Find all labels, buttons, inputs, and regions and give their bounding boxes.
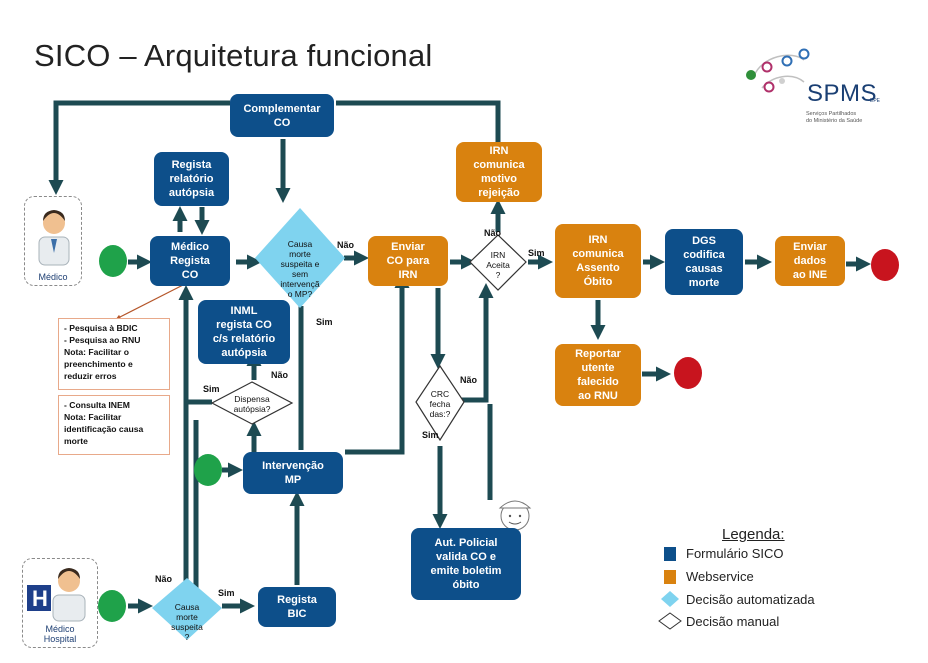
- hospital-doctor-icon: H: [27, 568, 86, 622]
- label-nao: Não: [271, 370, 289, 380]
- label-sim: Sim: [422, 430, 439, 440]
- logo-name: SPMS: [807, 80, 878, 107]
- label-nao: Não: [484, 228, 502, 238]
- box-irn-assento: IRN comunica Assento Óbito: [555, 224, 641, 298]
- logo-subtitle: Serviços Partilhados do Ministério da Sa…: [806, 111, 863, 124]
- start-circle: [194, 454, 222, 486]
- box-complementar-co: Complementar CO: [230, 94, 334, 137]
- decision-dispensa-text: Dispensa autópsia?: [233, 394, 271, 414]
- legend-item-webservice: Webservice: [686, 569, 754, 584]
- legend-item-formulario: Formulário SICO: [686, 546, 784, 561]
- decision-causa-mp-diamond: [255, 208, 345, 308]
- label-nao: Não: [460, 375, 478, 385]
- actor-medico: Médico: [24, 196, 82, 286]
- decision-irn-aceita-text: IRN Aceita ?: [486, 250, 510, 280]
- box-regista-bic: Regista BIC: [258, 587, 336, 627]
- box-intervencao-mp: Intervenção MP: [243, 452, 343, 494]
- legend-item-decisao-manual: Decisão manual: [686, 614, 780, 629]
- label-nao: Não: [337, 240, 355, 250]
- decision-causa-hosp-text: Causa morte suspeita ?: [171, 602, 203, 642]
- start-circle: [99, 245, 127, 277]
- decision-dispensa-diamond: [210, 381, 294, 425]
- decision-causa-mp-text: Causa morte suspeita e sem intervençã o …: [280, 239, 320, 299]
- box-reportar-rnu: Reportar utente falecido ao RNU: [555, 344, 641, 406]
- box-enviar-co-irn: Enviar CO para IRN: [368, 236, 448, 286]
- label-nao: Não: [155, 574, 173, 584]
- note-bdic-rnu: - Pesquisa à BDIC - Pesquisa ao RNU Nota…: [58, 318, 170, 390]
- box-enviar-ine: Enviar dados ao INE: [775, 236, 845, 286]
- box-dgs: DGS codifica causas morte: [665, 229, 743, 295]
- legend-orange-square: [664, 570, 676, 584]
- label-sim: Sim: [218, 588, 235, 598]
- legend-cyan-diamond: [661, 591, 679, 607]
- label-sim: Sim: [528, 248, 545, 258]
- legend-item-decisao-auto: Decisão automatizada: [686, 592, 815, 607]
- box-irn-rejeicao: IRN comunica motivo rejeição: [456, 142, 542, 202]
- policeman-icon: [498, 500, 532, 531]
- label-sim: Sim: [316, 317, 333, 327]
- start-circle: [98, 590, 126, 622]
- note-inem: - Consulta INEM Nota: Facilitar identifi…: [58, 395, 170, 455]
- box-aut-policial: Aut. Policial valida CO e emite boletim …: [411, 528, 521, 600]
- svg-text:H: H: [32, 586, 48, 611]
- end-circle: [674, 357, 702, 389]
- decision-crc-diamond: [415, 364, 465, 442]
- actor-medico-hospital: H Médico Hospital: [22, 558, 98, 648]
- decision-causa-hosp-diamond: [152, 578, 222, 640]
- box-regista-relatorio: Regista relatório autópsia: [154, 152, 229, 206]
- end-circle: [871, 249, 899, 281]
- legend-white-diamond: [658, 612, 682, 630]
- spms-logo-icon: [746, 48, 810, 93]
- legend-title: Legenda:: [722, 526, 785, 543]
- label-sim: Sim: [203, 384, 220, 394]
- box-medico-regista-co: Médico Regista CO: [150, 236, 230, 286]
- decision-irn-aceita-diamond: [469, 234, 527, 291]
- doctor-icon: [38, 210, 70, 266]
- logo-suffix: EPE: [870, 98, 881, 104]
- box-inml: INML regista CO c/s relatório autópsia: [198, 300, 290, 364]
- actor-medico-label: Médico: [38, 272, 68, 282]
- legend-blue-square: [664, 547, 676, 561]
- decision-crc-text: CRC fecha das:?: [429, 389, 451, 419]
- page-title: SICO – Arquitetura funcional: [34, 38, 433, 73]
- actor-medico-hospital-label: Médico Hospital: [43, 624, 77, 644]
